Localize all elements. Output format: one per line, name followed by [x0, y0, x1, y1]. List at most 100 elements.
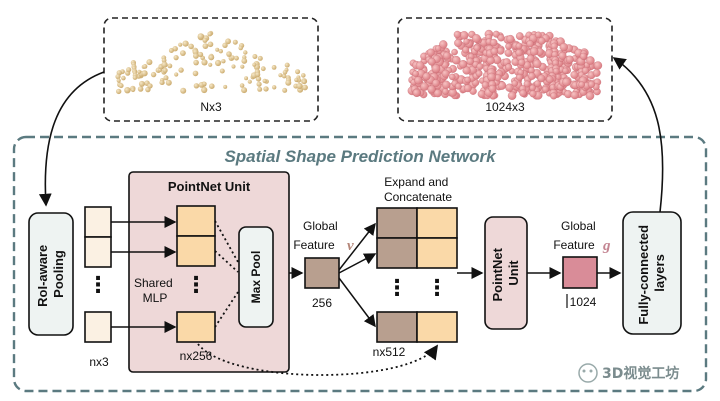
pool-link-n — [214, 291, 239, 328]
output-point — [476, 63, 484, 70]
input-point — [161, 58, 167, 63]
global-feature-v — [304, 257, 340, 289]
input-point — [282, 87, 288, 93]
watermark: 3D视觉工坊 — [578, 363, 679, 383]
output-point — [519, 89, 527, 97]
input-cell-1 — [84, 206, 112, 238]
output-point — [441, 69, 450, 78]
output-point — [507, 91, 517, 100]
concat-row-1-f — [416, 207, 458, 239]
input-point — [121, 75, 126, 81]
output-point — [515, 73, 523, 81]
input-point — [231, 64, 236, 69]
input-point — [193, 53, 199, 59]
shared-mlp-label: Shared MLP — [134, 276, 176, 305]
output-point — [535, 31, 542, 39]
output-point — [586, 56, 595, 65]
input-point — [222, 42, 228, 48]
concat-row-n-f — [416, 311, 458, 343]
network-title: Spatial Shape Prediction Network — [224, 147, 497, 166]
output-point — [537, 37, 546, 45]
expand-concat-label: Expand and Concatenate — [384, 175, 452, 204]
input-point — [263, 86, 269, 92]
output-point — [511, 80, 519, 87]
output-point — [579, 52, 587, 60]
input-point — [174, 72, 179, 77]
concat-row-2-f — [416, 237, 458, 269]
output-point — [481, 81, 489, 89]
output-point — [414, 76, 423, 85]
output-point — [515, 49, 523, 57]
input-point — [240, 64, 245, 69]
pool-link-2 — [214, 250, 239, 273]
input-point — [257, 86, 263, 92]
input-point — [207, 41, 214, 48]
input-point — [294, 77, 299, 83]
output-point — [529, 84, 536, 92]
output-point — [415, 61, 425, 71]
output-point — [541, 85, 550, 93]
concat-row-1-v — [376, 207, 418, 239]
input-point — [232, 39, 238, 45]
input-point — [255, 76, 262, 82]
input-points-label: Nx3 — [200, 100, 222, 114]
input-point — [271, 65, 277, 70]
output-point — [515, 42, 523, 50]
input-point — [198, 51, 204, 58]
output-point — [528, 72, 536, 80]
input-point — [215, 47, 220, 52]
output-point — [537, 74, 546, 83]
output-point — [570, 70, 579, 79]
global-feature-v-label: Global Feature — [293, 219, 341, 252]
output-point — [455, 82, 462, 90]
output-point — [458, 60, 468, 69]
fc-layers-block — [622, 211, 682, 335]
arrow-skip-features — [197, 343, 439, 376]
input-point — [137, 86, 144, 92]
input-point — [116, 88, 122, 95]
input-point — [168, 48, 174, 53]
input-point — [243, 50, 248, 55]
input-point — [262, 78, 267, 84]
input-point — [115, 74, 121, 80]
output-point — [462, 46, 470, 54]
concat-dots-right: ⋮ — [426, 275, 448, 300]
input-point — [252, 54, 258, 59]
input-point — [282, 70, 288, 75]
feature-cell-2 — [176, 235, 216, 267]
input-points-panel — [103, 17, 319, 122]
dim-nx256: nx256 — [180, 349, 213, 363]
concat-row-n-v — [376, 311, 418, 343]
output-point — [463, 84, 472, 93]
output-point — [562, 77, 571, 87]
output-point — [442, 88, 449, 95]
input-point — [241, 58, 248, 64]
output-point — [505, 63, 513, 71]
output-point — [532, 59, 542, 69]
roi-pooling-label: RoI-aware Pooling — [35, 241, 66, 307]
output-point — [593, 61, 603, 70]
output-point — [453, 30, 462, 39]
output-point — [439, 40, 448, 49]
input-cell-2 — [84, 236, 112, 268]
input-point — [238, 45, 243, 51]
output-point — [587, 80, 596, 88]
input-point — [126, 67, 132, 73]
input-point — [182, 40, 189, 47]
input-point — [255, 71, 261, 78]
input-point — [302, 84, 308, 91]
input-point — [147, 83, 153, 89]
input-point — [241, 87, 248, 94]
input-point — [162, 67, 168, 73]
input-point — [207, 31, 213, 37]
output-point — [422, 72, 431, 81]
input-dots: ⋮ — [87, 272, 109, 297]
output-point — [504, 48, 513, 57]
input-point — [163, 75, 169, 81]
output-point — [546, 75, 554, 84]
output-point — [506, 34, 515, 44]
input-point — [256, 81, 262, 87]
output-point — [487, 72, 496, 82]
output-point — [426, 48, 435, 57]
